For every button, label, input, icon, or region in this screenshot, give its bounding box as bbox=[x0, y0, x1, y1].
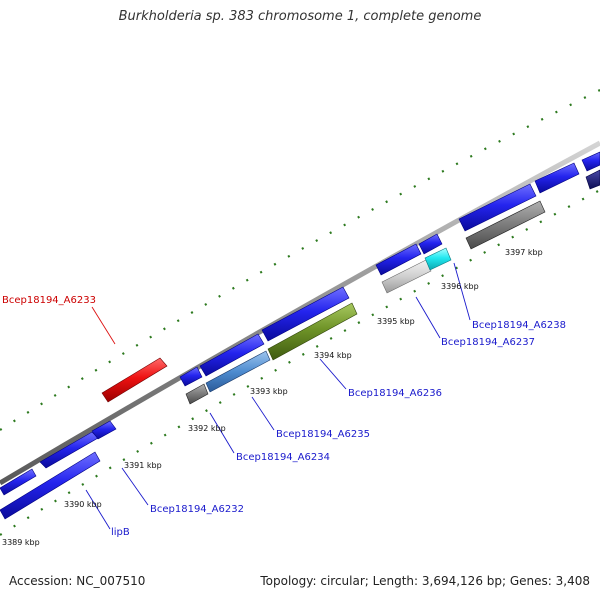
gene-arrow[interactable] bbox=[91, 420, 117, 440]
gene-label-bcep18194-a6237[interactable]: Bcep18194_A6237 bbox=[441, 337, 535, 348]
forward-strand-genes bbox=[0, 151, 600, 496]
gene-arrow[interactable] bbox=[585, 169, 600, 190]
gene-arrow[interactable] bbox=[381, 259, 432, 294]
label-leader-lines bbox=[85, 262, 471, 530]
gene-arrow[interactable] bbox=[0, 468, 37, 496]
outer-tick-ring bbox=[0, 89, 600, 431]
gene-label-lipb[interactable]: lipB bbox=[111, 527, 130, 538]
kbp-label: 3392 kbp bbox=[188, 424, 226, 433]
gene-label-bcep18194-a6234[interactable]: Bcep18194_A6234 bbox=[236, 452, 330, 463]
gene-label-bcep18194-a6235[interactable]: Bcep18194_A6235 bbox=[276, 429, 370, 440]
gene-arrow[interactable] bbox=[465, 200, 546, 250]
highlighted-gene-arrow[interactable] bbox=[101, 357, 168, 403]
reverse-strand-genes bbox=[0, 200, 546, 520]
kbp-label: 3391 kbp bbox=[124, 461, 162, 470]
kbp-label: 3395 kbp bbox=[377, 317, 415, 326]
gene-label-bcep18194-a6232[interactable]: Bcep18194_A6232 bbox=[150, 504, 244, 515]
gene-label-bcep18194-a6233[interactable]: Bcep18194_A6233 bbox=[2, 295, 96, 306]
gene-arrow[interactable] bbox=[424, 247, 452, 271]
gene-arrow[interactable] bbox=[375, 243, 422, 276]
genome-backbone bbox=[0, 140, 600, 486]
kbp-label: 3389 kbp bbox=[2, 538, 40, 547]
gene-arrow[interactable] bbox=[458, 183, 537, 232]
gene-arrow[interactable] bbox=[581, 151, 600, 172]
kbp-label: 3393 kbp bbox=[250, 387, 288, 396]
gene-arrow[interactable] bbox=[261, 286, 350, 342]
gene-arrow[interactable] bbox=[179, 366, 203, 387]
gene-label-bcep18194-a6236[interactable]: Bcep18194_A6236 bbox=[348, 388, 442, 399]
kbp-scale-labels: 3389 kbp 3390 kbp 3391 kbp 3392 kbp 3393… bbox=[2, 248, 543, 547]
gene-arrow[interactable] bbox=[534, 162, 580, 194]
kbp-label: 3390 kbp bbox=[64, 500, 102, 509]
gene-label-bcep18194-a6238[interactable]: Bcep18194_A6238 bbox=[472, 320, 566, 331]
inner-tick-ring bbox=[0, 189, 600, 536]
accession-text: Accession: NC_007510 bbox=[9, 574, 146, 588]
kbp-label: 3394 kbp bbox=[314, 351, 352, 360]
gene-arrow[interactable] bbox=[185, 383, 209, 405]
gene-labels: Bcep18194_A6233 Bcep18194_A6238 Bcep1819… bbox=[2, 295, 566, 538]
map-title: Burkholderia sp. 383 chromosome 1, compl… bbox=[118, 9, 482, 24]
kbp-label: 3396 kbp bbox=[441, 282, 479, 291]
genome-summary-text: Topology: circular; Length: 3,694,126 bp… bbox=[260, 574, 590, 588]
gene-arrow[interactable] bbox=[199, 333, 265, 377]
gene-arrow[interactable] bbox=[267, 302, 358, 361]
gene-arrow[interactable] bbox=[418, 233, 443, 255]
gene-arrow[interactable] bbox=[205, 350, 271, 393]
kbp-label: 3397 kbp bbox=[505, 248, 543, 257]
gene-arrow[interactable] bbox=[0, 451, 101, 520]
